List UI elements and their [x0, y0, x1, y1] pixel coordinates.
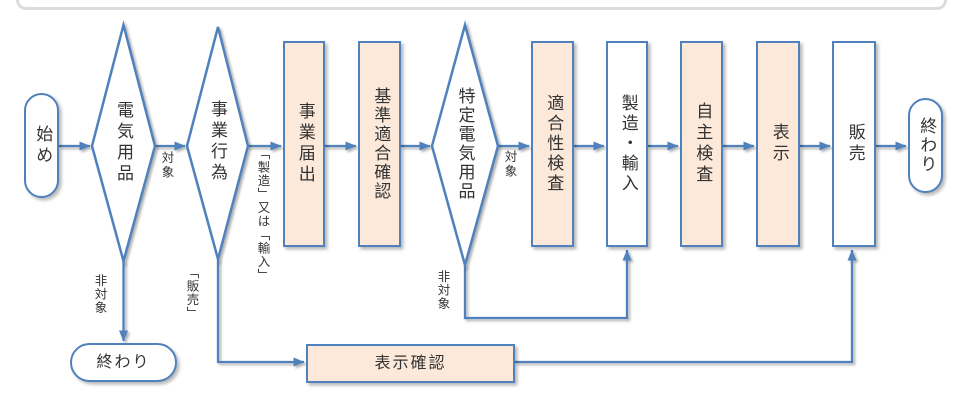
edge-label-manufacture-or-import: 「製造」又は「輸入」	[255, 147, 271, 282]
process-marking: 表示	[756, 41, 800, 247]
decision-electric-appliance-shape	[90, 20, 157, 266]
end-terminal-bottom: 終わり	[70, 343, 177, 382]
process-self-inspection: 自主検査	[680, 41, 723, 247]
process-conformity-inspection: 適合性検査	[531, 41, 574, 247]
decision-specified-electric-appliance-shape	[430, 20, 500, 270]
arrow-specified-nottarget-to-manufacture	[463, 249, 632, 320]
process-business-notification: 事業届出	[283, 41, 325, 247]
decision-business-activity-shape	[185, 26, 250, 264]
process-marking-confirmation: 表示確認	[306, 344, 515, 383]
start-terminal-label: 始め	[32, 124, 53, 167]
process-marking-label: 表示	[768, 123, 789, 165]
end-terminal-right-label: 終わり	[916, 117, 937, 174]
process-manufacture-import-label: 製造・輸入	[617, 94, 638, 194]
process-standard-conformity-check-label: 基準適合確認	[370, 87, 391, 201]
process-marking-confirmation-label: 表示確認	[374, 353, 447, 373]
edge-label-target-2: 対象	[502, 150, 518, 179]
process-business-notification-label: 事業届出	[294, 102, 315, 186]
process-self-inspection-label: 自主検査	[692, 102, 713, 186]
edge-label-not-target-1: 非対象	[92, 274, 108, 315]
start-terminal: 始め	[24, 93, 59, 198]
end-terminal-bottom-label: 終わり	[96, 352, 151, 372]
process-sale-label: 販売	[844, 123, 865, 165]
edge-label-sale: 「販売」	[184, 266, 200, 320]
process-sale: 販売	[832, 41, 876, 247]
edge-label-not-target-2: 非対象	[435, 270, 451, 311]
arrow-markingcheck-to-sale	[515, 249, 857, 364]
edge-label-target-1: 対象	[159, 151, 175, 180]
process-conformity-inspection-label: 適合性検査	[543, 94, 564, 194]
process-manufacture-import: 製造・輸入	[606, 41, 648, 247]
arrow-business-sale-to-markingcheck	[216, 259, 305, 367]
end-terminal-right: 終わり	[908, 98, 943, 193]
process-standard-conformity-check: 基準適合確認	[358, 41, 401, 247]
panel-bottom-edge	[16, 0, 947, 10]
